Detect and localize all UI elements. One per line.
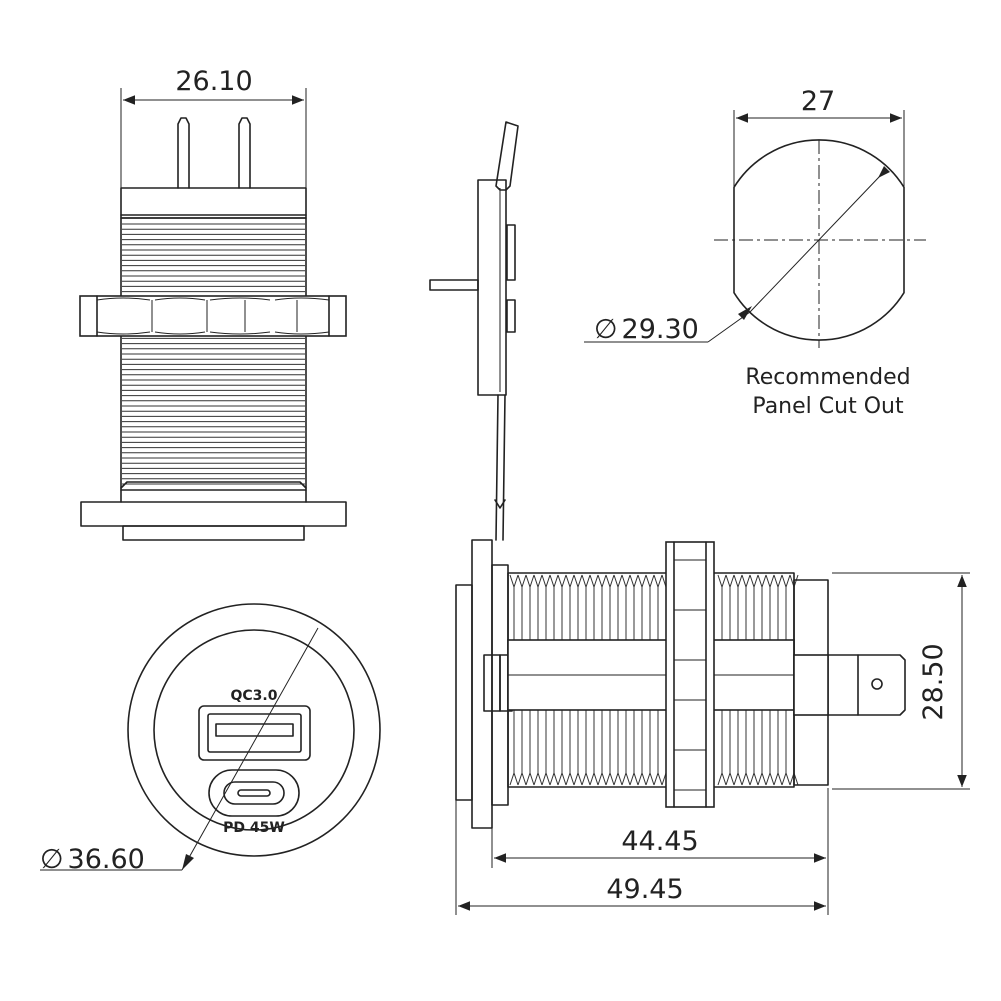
diameter-symbol: ∅ [40, 844, 64, 875]
usb-a-port-icon [198, 705, 311, 761]
cutout-note-line1: Recommended [745, 365, 910, 390]
front-view [40, 603, 381, 871]
top-view-pin-left [177, 117, 190, 189]
cutout-width-label: 27 [801, 86, 835, 117]
usb-a-label: QC3.0 [231, 688, 278, 704]
usb-c-label: PD 45W [223, 820, 285, 836]
side-view-cap-peg [429, 279, 479, 291]
top-view-pin-right [238, 117, 251, 189]
face-diameter-leader [181, 627, 319, 871]
cutout-outline [733, 139, 905, 341]
top-width-label: 26.10 [175, 66, 252, 97]
front-view-outer-bezel [127, 603, 381, 857]
side-view-tether [495, 394, 506, 541]
panel-cutout-view [584, 110, 926, 348]
side-view-bezel [471, 539, 493, 829]
top-view-cap [120, 187, 307, 219]
top-view [79, 88, 347, 541]
side-view [429, 121, 970, 915]
total-length-label: 49.45 [606, 874, 683, 905]
side-view-terminal [827, 654, 906, 716]
face-diameter-value: 36.60 [68, 844, 145, 875]
side-view-threads [509, 574, 799, 786]
cutout-diameter-value: 29.30 [622, 314, 699, 345]
diameter-symbol: ∅ [594, 314, 618, 345]
usb-c-port-icon [208, 769, 300, 817]
cutout-note-line2: Panel Cut Out [752, 394, 904, 419]
top-view-nut [79, 295, 347, 337]
body-height-label: 28.50 [918, 643, 949, 720]
top-view-flange [80, 501, 347, 527]
top-view-threaded-body [120, 217, 307, 491]
front-view-inner-face [153, 629, 355, 831]
thread-length-label: 44.45 [621, 826, 698, 857]
top-view-threads [122, 223, 305, 485]
face-diameter-label: ∅36.60 [40, 844, 145, 875]
side-view-cap [477, 179, 507, 396]
top-view-flange-lip [122, 525, 305, 541]
cutout-diameter-label: ∅29.30 [594, 314, 699, 345]
